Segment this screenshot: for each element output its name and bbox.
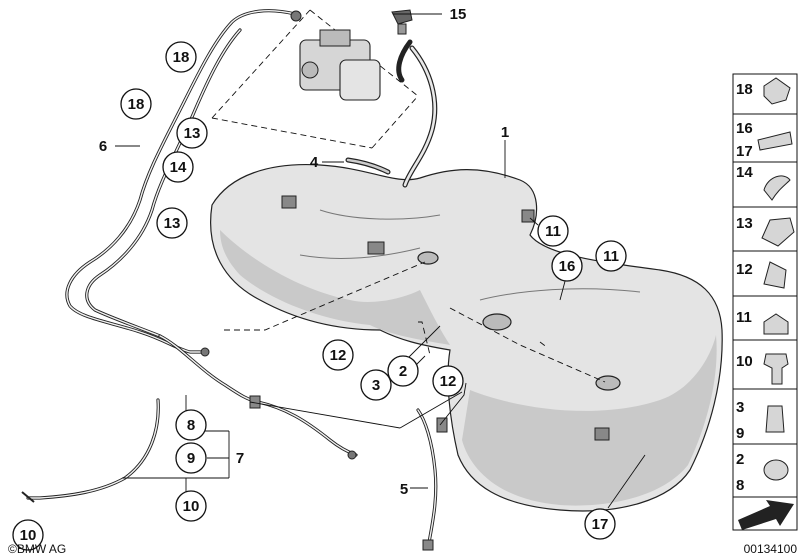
legend-11: 11 [736,309,752,326]
callout-2: 2 [387,355,419,387]
callout-10-mid: 10 [175,490,207,522]
legend-8: 8 [736,477,744,494]
svg-text:16: 16 [559,258,576,275]
fuel-line-7 [21,398,160,503]
svg-text:18: 18 [128,96,145,113]
label-7: 7 [236,450,244,467]
svg-text:11: 11 [545,223,561,240]
filler-neck-hose [396,39,438,188]
svg-text:18: 18 [173,49,190,66]
fuel-line-5 [416,408,448,551]
callout-3: 3 [360,369,392,401]
vent-valve-assembly [211,9,419,149]
callout-9: 9 [175,442,207,474]
label-5: 5 [400,481,408,498]
callout-17: 17 [584,508,616,540]
legend-2: 2 [736,451,744,468]
svg-text:3: 3 [372,377,380,394]
legend-16: 16 [736,120,753,137]
parts-legend: 18 16 17 14 13 12 11 10 3 9 2 8 [732,73,798,531]
brand-copyright: ©BMW AG [8,542,66,556]
callout-8: 8 [175,409,207,441]
label-1: 1 [501,124,509,141]
callout-18-top: 18 [165,41,197,73]
drawing-number: 00134100 [744,542,798,556]
callout-12-right: 12 [432,365,464,397]
legend-12: 12 [736,261,753,278]
svg-text:13: 13 [164,215,181,232]
legend-13: 13 [736,215,753,232]
legend-18: 18 [736,81,753,98]
part-4-strap [345,157,391,175]
svg-text:14: 14 [170,159,187,176]
sleeve-icon [765,405,785,433]
leader-lines [115,13,646,509]
vent-line [65,9,358,460]
arrow-icon [738,500,794,530]
legend-3: 3 [736,399,744,416]
svg-text:11: 11 [603,248,619,265]
callout-16: 16 [551,250,583,282]
legend-17: 17 [736,143,753,160]
grommet-icon [763,459,789,481]
callout-13-bottom: 13 [156,207,188,239]
clip-icon [763,77,791,105]
callout-10-corner: 10 [12,519,44,551]
holder-icon [761,217,795,247]
label-4: 4 [310,154,319,171]
svg-text:17: 17 [592,516,609,533]
svg-text:12: 12 [440,373,457,390]
pad-icon [757,131,793,151]
svg-text:13: 13 [184,125,201,142]
svg-text:10: 10 [183,498,200,515]
label-15: 15 [450,6,467,23]
callout-13-top: 13 [176,117,208,149]
callout-14: 14 [162,151,194,183]
label-6: 6 [99,138,107,155]
buffer-icon [763,261,787,289]
svg-text:2: 2 [399,363,407,380]
callout-11-far-right: 11 [595,240,627,272]
svg-text:10: 10 [20,527,37,544]
callout-11-right: 11 [537,215,569,247]
legend-14: 14 [736,164,753,181]
callout-18-mid: 18 [120,88,152,120]
callout-12-left: 12 [322,339,354,371]
svg-text:12: 12 [330,347,347,364]
svg-text:9: 9 [187,450,195,467]
fuel-tank [210,163,723,512]
bolt-icon [763,353,789,385]
legend-9: 9 [736,425,744,442]
rubber-mount-icon [763,313,789,335]
clamp-icon [763,175,791,201]
legend-10: 10 [736,353,753,370]
svg-text:8: 8 [187,417,195,434]
part-15-cap [391,9,413,35]
